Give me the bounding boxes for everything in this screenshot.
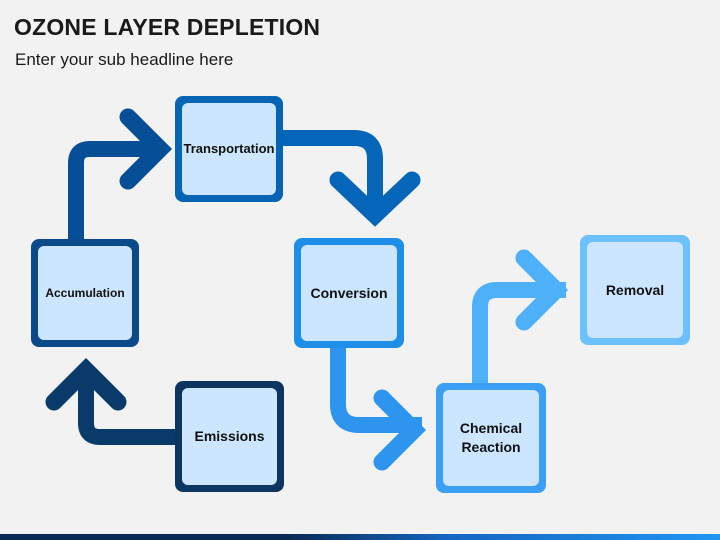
arrow-transportation-to-conversion [282,130,383,205]
accumulation-box: Accumulation [31,239,139,347]
emissions-label: Emissions [182,388,277,485]
transportation-label: Transportation [182,103,276,195]
chemical-reaction-box: Chemical Reaction [436,383,546,493]
chemical-reaction-label: Chemical Reaction [443,390,539,486]
footer-bar [0,534,720,540]
arrowhead-accumulation-to-transportation [119,108,173,190]
page-subtitle: Enter your sub headline here [15,50,234,69]
arrowhead-emissions-to-accumulation [45,357,127,411]
emissions-box: Emissions [175,381,284,492]
arrowhead-chemical-reaction-to-removal [515,249,569,331]
transportation-box: Transportation [175,96,283,202]
arrow-accumulation-to-transportation [68,141,152,240]
conversion-label: Conversion [301,245,397,341]
arrowhead-conversion-to-chemical-reaction [373,389,427,471]
arrow-emissions-to-accumulation [78,378,176,445]
arrow-conversion-to-chemical-reaction [330,345,422,433]
arrow-chemical-reaction-to-removal [472,282,566,384]
accumulation-label: Accumulation [38,246,132,340]
page-title: OZONE LAYER DEPLETION [14,14,321,40]
removal-label: Removal [587,242,683,338]
arrowhead-transportation-to-conversion [329,171,421,227]
conversion-box: Conversion [294,238,404,348]
removal-box: Removal [580,235,690,345]
